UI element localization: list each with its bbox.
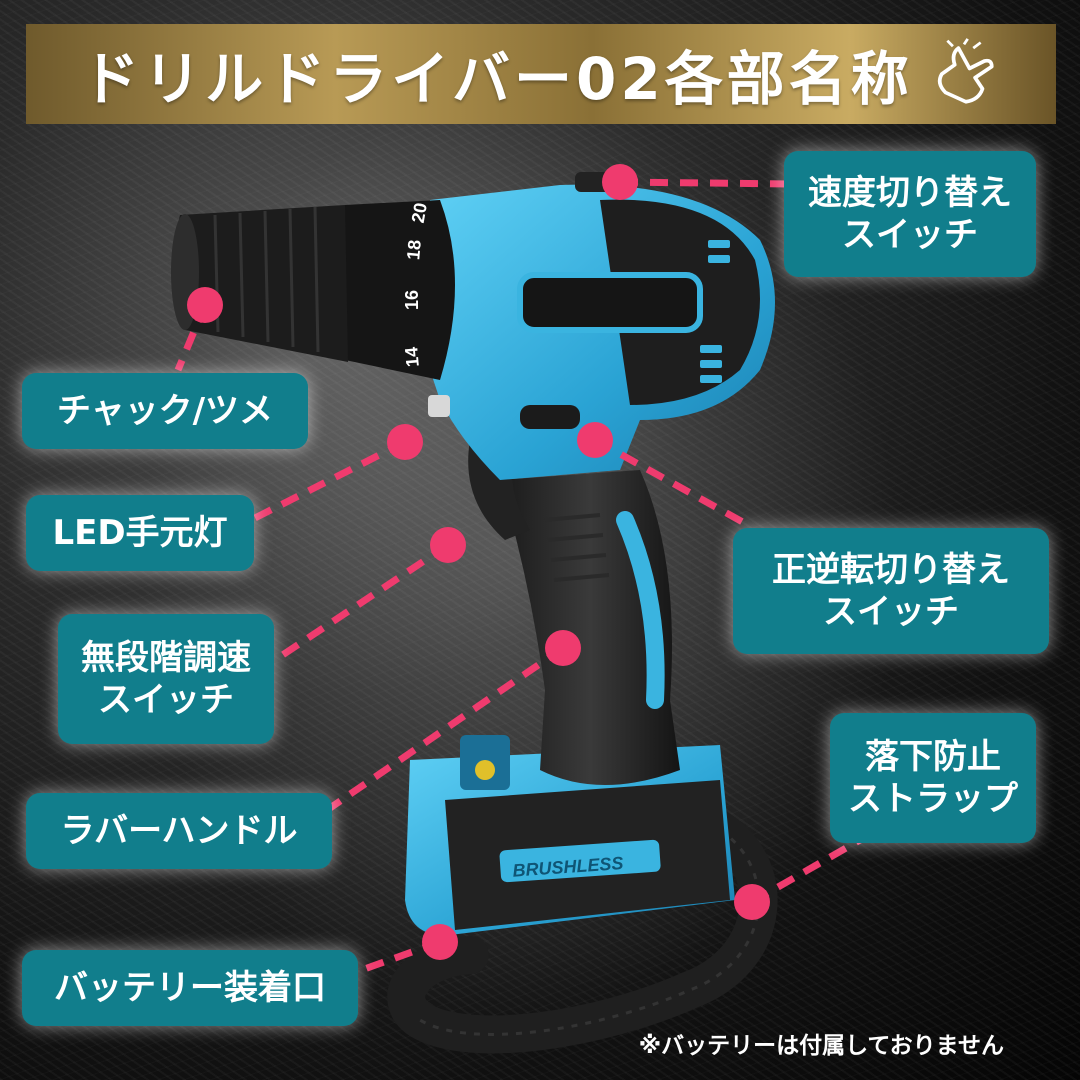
clutch-numbers: 20 18 16 14 bbox=[401, 201, 431, 368]
reverse-switch-knob bbox=[520, 405, 580, 429]
label-reverse-switch: 正逆転切り替え スイッチ bbox=[733, 528, 1049, 654]
label-drop-strap-line2: ストラップ bbox=[848, 779, 1018, 819]
handle-blue-stripe bbox=[616, 511, 665, 709]
brushless-badge bbox=[499, 839, 661, 883]
leader-dot-handle bbox=[545, 630, 581, 666]
led-lens bbox=[428, 395, 450, 417]
handle-grip-lines bbox=[544, 513, 610, 582]
label-rubber-handle: ラバーハンドル bbox=[26, 793, 332, 869]
label-led-light-text: LED手元灯 bbox=[52, 512, 228, 553]
leader-dot-chuck bbox=[187, 287, 223, 323]
label-variable-trigger: 無段階調速 スイッチ bbox=[58, 614, 274, 744]
label-variable-trigger-line1: 無段階調速 bbox=[81, 637, 251, 678]
label-speed-switch-line1: 速度切り替え bbox=[808, 172, 1012, 213]
leader-dot-led bbox=[387, 424, 423, 460]
clutch-mark-18: 18 bbox=[403, 239, 425, 261]
vent-slots bbox=[700, 240, 730, 383]
label-drop-strap-line1: 落下防止 bbox=[865, 736, 1001, 777]
leader-dot-reverse-switch bbox=[577, 422, 613, 458]
leader-dot-speed-switch bbox=[602, 164, 638, 200]
leader-dot-strap bbox=[734, 884, 770, 920]
label-speed-switch-line2: スイッチ bbox=[842, 215, 978, 255]
clutch-mark-14: 14 bbox=[401, 346, 423, 368]
page-title: ドリルドライバー02各部名称 bbox=[81, 45, 913, 113]
battery-not-included-note: ※バッテリーは付属しておりません bbox=[638, 1033, 1004, 1059]
leader-dot-battery bbox=[422, 924, 458, 960]
title-banner: ドリルドライバー02各部名称 bbox=[26, 24, 1056, 124]
trigger-shape bbox=[468, 440, 530, 540]
clutch-mark-16: 16 bbox=[402, 290, 422, 310]
label-chuck: チャック/ツメ bbox=[22, 373, 308, 449]
label-drop-strap: 落下防止 ストラップ bbox=[830, 713, 1036, 843]
label-chuck-text: チャック/ツメ bbox=[56, 390, 274, 431]
label-battery-mount: バッテリー装着口 bbox=[22, 950, 358, 1026]
leader-dot-trigger bbox=[430, 527, 466, 563]
clutch-mark-20: 20 bbox=[408, 201, 431, 224]
battery-indicator-button bbox=[475, 760, 495, 780]
label-reverse-switch-line2: スイッチ bbox=[823, 592, 959, 632]
side-panel bbox=[517, 272, 703, 333]
label-variable-trigger-line2: スイッチ bbox=[98, 680, 234, 720]
label-battery-mount-text: バッテリー装着口 bbox=[54, 967, 326, 1008]
pointing-hand-icon bbox=[937, 38, 994, 104]
label-speed-switch: 速度切り替え スイッチ bbox=[784, 151, 1036, 277]
label-reverse-switch-line1: 正逆転切り替え bbox=[772, 549, 1010, 590]
clutch-ring bbox=[345, 200, 455, 380]
label-rubber-handle-text: ラバーハンドル bbox=[60, 810, 298, 851]
label-led-light: LED手元灯 bbox=[26, 495, 254, 571]
